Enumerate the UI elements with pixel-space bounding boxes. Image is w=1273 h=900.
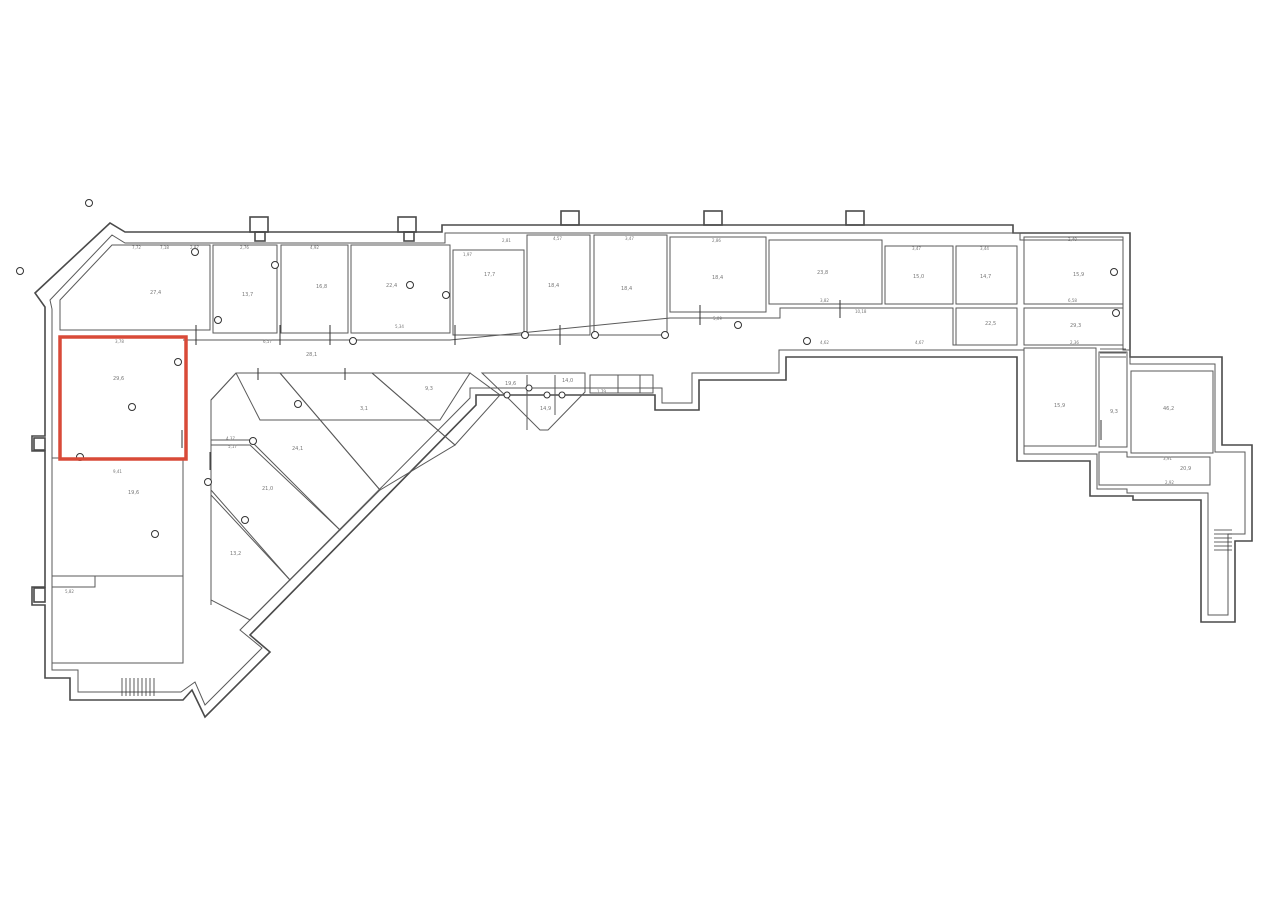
dim-label: 6,58 bbox=[1068, 298, 1077, 303]
dim-label: 4,62 bbox=[820, 340, 829, 345]
room-area-r29: 14,0 bbox=[562, 378, 573, 384]
room-area-r17: 28,1 bbox=[306, 352, 317, 358]
dim-label: 7,72 bbox=[132, 245, 141, 250]
room-area-r26: 20,9 bbox=[1180, 466, 1191, 472]
stairs-right bbox=[1214, 529, 1232, 551]
dim-label: 5,34 bbox=[395, 324, 404, 329]
room-area-r25: 46,2 bbox=[1163, 406, 1174, 412]
column-marker bbox=[16, 267, 24, 275]
room-area-r12: 15,9 bbox=[1073, 272, 1084, 278]
dim-label: 3,44 bbox=[980, 246, 989, 251]
dim-label: 2,86 bbox=[712, 238, 721, 243]
dim-label: 4,92 bbox=[310, 245, 319, 250]
stairs-bottom-left bbox=[121, 678, 155, 696]
room-area-r7: 18,4 bbox=[621, 286, 632, 292]
room-area-r10: 15,0 bbox=[913, 274, 924, 280]
wall-ticks bbox=[181, 300, 1102, 470]
room-area-r21: 21,0 bbox=[262, 486, 273, 492]
room-area-r1: 27,4 bbox=[150, 290, 161, 296]
dim-label: 2,92 bbox=[1165, 480, 1174, 485]
room-area-r9: 23,8 bbox=[817, 270, 828, 276]
dim-label: 1,97 bbox=[463, 252, 472, 257]
dim-label: 2,76 bbox=[240, 245, 249, 250]
room-area-r13: 22,5 bbox=[985, 321, 996, 327]
highlighted-unit-outline[interactable] bbox=[58, 335, 188, 461]
dim-label: 3,78 bbox=[115, 339, 124, 344]
dim-label: 2,40 bbox=[1068, 237, 1077, 242]
dim-label: 3,47 bbox=[912, 246, 921, 251]
room-area-r6: 18,4 bbox=[548, 283, 559, 289]
room-area-r28: 14,9 bbox=[540, 406, 551, 412]
room-area-r23: 15,9 bbox=[1054, 403, 1065, 409]
dim-label: 3,47 bbox=[625, 236, 634, 241]
stairs-right-top bbox=[1100, 348, 1126, 358]
dim-label: 5,82 bbox=[65, 589, 74, 594]
dim-label: 4,37 bbox=[226, 436, 235, 441]
dim-label: 7,18 bbox=[160, 245, 169, 250]
room-area-r20: 24,1 bbox=[292, 446, 303, 452]
dim-label: 4,67 bbox=[915, 340, 924, 345]
room-area-r22: 13,2 bbox=[230, 551, 241, 557]
dim-label: 10,18 bbox=[855, 309, 867, 314]
columns bbox=[76, 248, 1120, 538]
diagonal-rooms bbox=[210, 372, 501, 621]
right-rooms bbox=[1023, 347, 1232, 551]
dim-label: 2,81 bbox=[502, 238, 511, 243]
room-labels: 27,4 13,7 16,8 22,4 17,7 18,4 18,4 18,4 … bbox=[113, 270, 1191, 557]
room-area-r14: 29,3 bbox=[1070, 323, 1081, 329]
dim-label: 2,87 bbox=[190, 245, 199, 250]
room-area-r4: 22,4 bbox=[386, 283, 397, 289]
dim-label: 3,91 bbox=[1163, 456, 1172, 461]
room-area-r19: 9,3 bbox=[425, 386, 433, 392]
dim-label: 5,17 bbox=[228, 444, 237, 449]
room-area-r18: 3,1 bbox=[360, 406, 368, 412]
dim-label: 9,41 bbox=[113, 469, 122, 474]
left-rooms bbox=[33, 437, 184, 696]
dim-label: 4,57 bbox=[553, 236, 562, 241]
column-marker bbox=[85, 199, 93, 207]
dim-label: 6,57 bbox=[263, 339, 272, 344]
room-area-r24: 9,3 bbox=[1110, 409, 1118, 415]
dimension-labels: 7,72 7,18 2,87 2,76 4,92 1,97 2,81 4,57 … bbox=[65, 236, 1174, 594]
room-area-r15: 29,6 bbox=[113, 376, 124, 382]
dim-label: 3,82 bbox=[820, 298, 829, 303]
dim-label: 2,36 bbox=[1070, 340, 1079, 345]
room-area-r11: 14,7 bbox=[980, 274, 991, 280]
room-area-r2: 13,7 bbox=[242, 292, 253, 298]
dim-label: 5,09 bbox=[713, 316, 722, 321]
room-area-r16: 19,6 bbox=[128, 490, 139, 496]
room-area-r27: 19,6 bbox=[505, 381, 516, 387]
dim-label: 1,79 bbox=[597, 389, 606, 394]
room-area-r3: 16,8 bbox=[316, 284, 327, 290]
room-area-r8: 18,4 bbox=[712, 275, 723, 281]
wc-block bbox=[480, 372, 654, 431]
roof-shafts bbox=[249, 210, 865, 242]
top-rooms bbox=[59, 234, 1124, 346]
room-area-r5: 17,7 bbox=[484, 272, 495, 278]
